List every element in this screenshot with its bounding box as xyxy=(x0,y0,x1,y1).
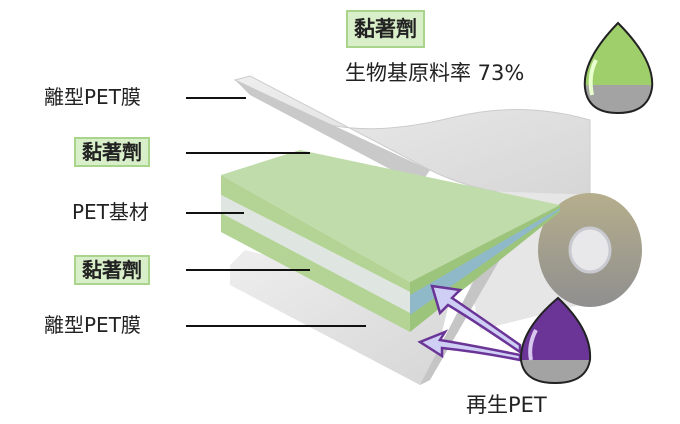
adhesive-callout-title: 黏著劑 xyxy=(346,10,425,48)
release-film-top-shape xyxy=(233,75,591,196)
label-adhesive-bottom: 黏著劑 xyxy=(74,255,150,285)
bio-ratio-drop-icon xyxy=(583,21,654,115)
leader-line xyxy=(186,325,366,327)
leader-line xyxy=(186,152,310,154)
label-pet-base: PET基材 xyxy=(72,200,149,224)
recycled-pet-label: 再生PET xyxy=(466,393,547,417)
adhesive-top-layer xyxy=(221,150,560,282)
adhesive-bottom-layer xyxy=(221,213,410,332)
pet-base-layer xyxy=(221,195,410,313)
label-release-film-top: 離型PET膜 xyxy=(44,85,141,109)
label-release-film-bottom: 離型PET膜 xyxy=(44,313,141,337)
bio-ratio-text: 生物基原料率 73% xyxy=(345,61,525,85)
leader-line xyxy=(186,97,246,99)
release-film-bottom-shape xyxy=(230,250,450,385)
recycled-arrow-upper xyxy=(430,284,522,355)
leader-line xyxy=(186,269,310,271)
leader-line xyxy=(186,212,244,214)
recycled-arrow-lower xyxy=(417,329,522,362)
label-adhesive-top: 黏著劑 xyxy=(74,137,150,167)
